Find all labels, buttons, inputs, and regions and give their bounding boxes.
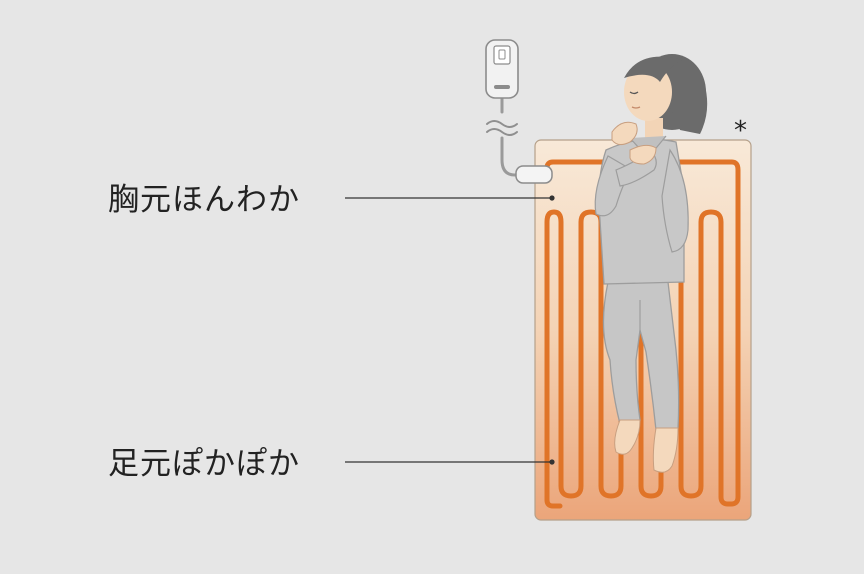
footnote-mark: * bbox=[734, 116, 747, 146]
label-chest-warm: 胸元ほんわか bbox=[108, 182, 300, 218]
cord-connector bbox=[515, 165, 553, 184]
controller-cord bbox=[500, 94, 530, 177]
wavy-cord-break-icon bbox=[486, 120, 518, 136]
label-feet-warm: 足元ぽかぽか bbox=[108, 446, 300, 482]
woman-figure bbox=[594, 54, 708, 473]
callout-dot-chest bbox=[549, 195, 555, 201]
heater-wire bbox=[544, 159, 741, 509]
callout-dot-feet bbox=[549, 459, 555, 465]
remote-controller-icon bbox=[485, 39, 519, 99]
